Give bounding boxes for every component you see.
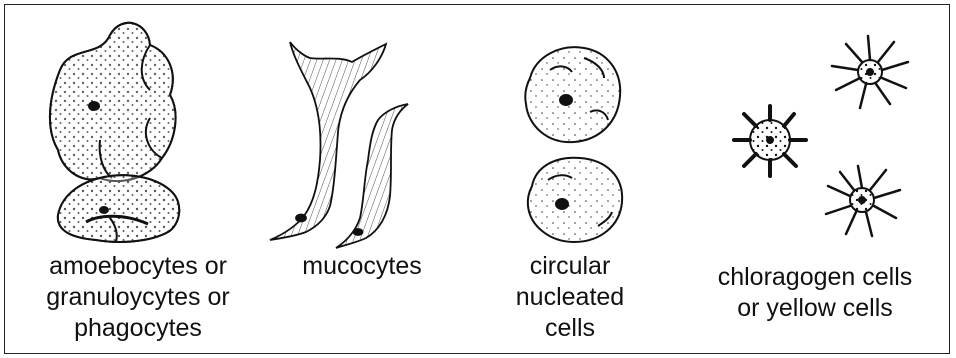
label-line: phagocytes	[4, 313, 272, 344]
label-line: nucleated	[500, 282, 640, 313]
label-line: or yellow cells	[690, 293, 940, 324]
label-line: granuloycytes or	[4, 282, 272, 313]
amoebocyte-top	[50, 23, 176, 181]
label-chloragogen-cells: chloragogen cells or yellow cells	[690, 262, 940, 324]
label-line: chloragogen cells	[690, 262, 940, 293]
label-line: mucocytes	[282, 251, 442, 282]
amoebocyte-bottom	[58, 175, 179, 242]
chloragogen-cell-bottom-right	[826, 166, 900, 236]
label-line: cells	[500, 313, 640, 344]
label-amoebocytes: amoebocytes or granuloycytes or phagocyt…	[4, 251, 272, 344]
mucocyte-right	[336, 104, 408, 248]
label-line: circular	[500, 251, 640, 282]
label-mucocytes: mucocytes	[282, 251, 442, 282]
circular-cell-bottom	[528, 158, 622, 242]
label-line: amoebocytes or	[4, 251, 272, 282]
chloragogen-cell-left	[734, 106, 806, 176]
circular-cell-top	[525, 47, 620, 142]
chloragogen-cell-top-right	[832, 36, 908, 108]
label-circular-nucleated-cells: circular nucleated cells	[500, 251, 640, 344]
